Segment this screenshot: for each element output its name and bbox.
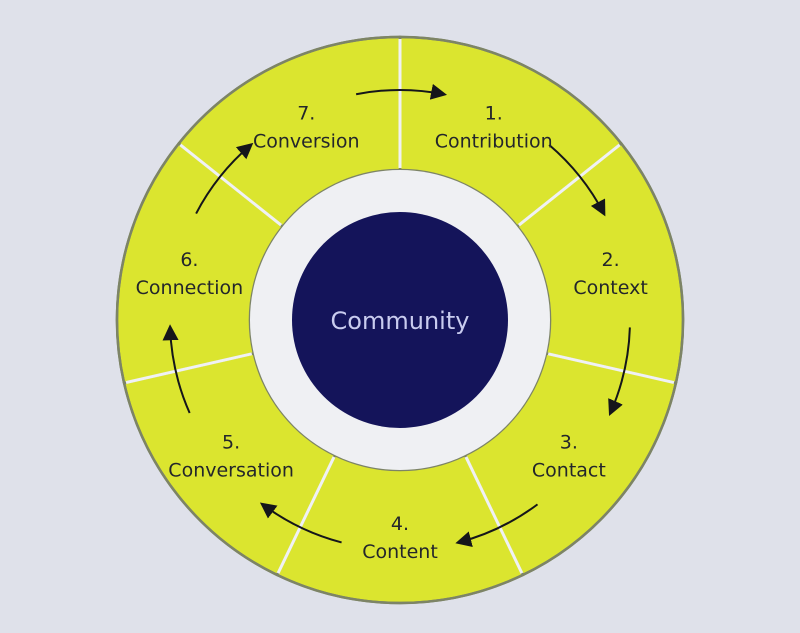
segment-name: Connection (136, 277, 244, 299)
segment-label-5: 5. Conversation (168, 432, 294, 482)
community-label: Community (331, 307, 470, 335)
arrows-layer (162, 83, 631, 547)
segments-layer (115, 35, 685, 605)
segment-divider (276, 456, 336, 574)
segment-name: Content (362, 541, 438, 563)
segment-divider (464, 456, 524, 574)
cycle-arrow (355, 83, 448, 100)
cycle-arrow (162, 324, 191, 414)
segment-number: 7. (297, 102, 315, 124)
segment-name: Contact (532, 460, 606, 482)
segment-divider (179, 143, 283, 227)
segment-number: 1. (485, 102, 503, 124)
segment-label-6: 6. Connection (136, 249, 244, 299)
segment-name: Contribution (435, 130, 553, 152)
cycle-arrow (259, 502, 342, 544)
segment-number: 5. (222, 432, 240, 454)
segment-name: Context (573, 277, 647, 299)
community-hub (292, 212, 508, 428)
segment-number: 4. (391, 513, 409, 535)
segment-label-2: 2. Context (573, 249, 647, 299)
segment-name: Conversation (168, 460, 294, 482)
segment-number: 3. (560, 432, 578, 454)
segment-name: Conversion (253, 130, 360, 152)
segment-label-1: 1. Contribution (435, 102, 553, 152)
segment-divider (125, 352, 253, 384)
cycle-arrow (455, 503, 539, 547)
cycle-arrow (195, 142, 254, 215)
segment-divider (547, 352, 675, 384)
labels-layer: 1. Contribution 2. Context 3. Contact 4. Conten… (136, 102, 648, 563)
outer-ring-border (115, 35, 685, 605)
segment-label-4: 4. Content (362, 513, 438, 563)
segment-label-3: 3. Contact (532, 432, 606, 482)
cycle-arrow (608, 327, 631, 416)
segment-label-7: 7. Conversion (253, 102, 360, 152)
segment-number: 6. (180, 249, 198, 271)
segment-number: 2. (602, 249, 620, 271)
segment-divider (517, 143, 621, 227)
cycle-arrow (548, 144, 606, 217)
